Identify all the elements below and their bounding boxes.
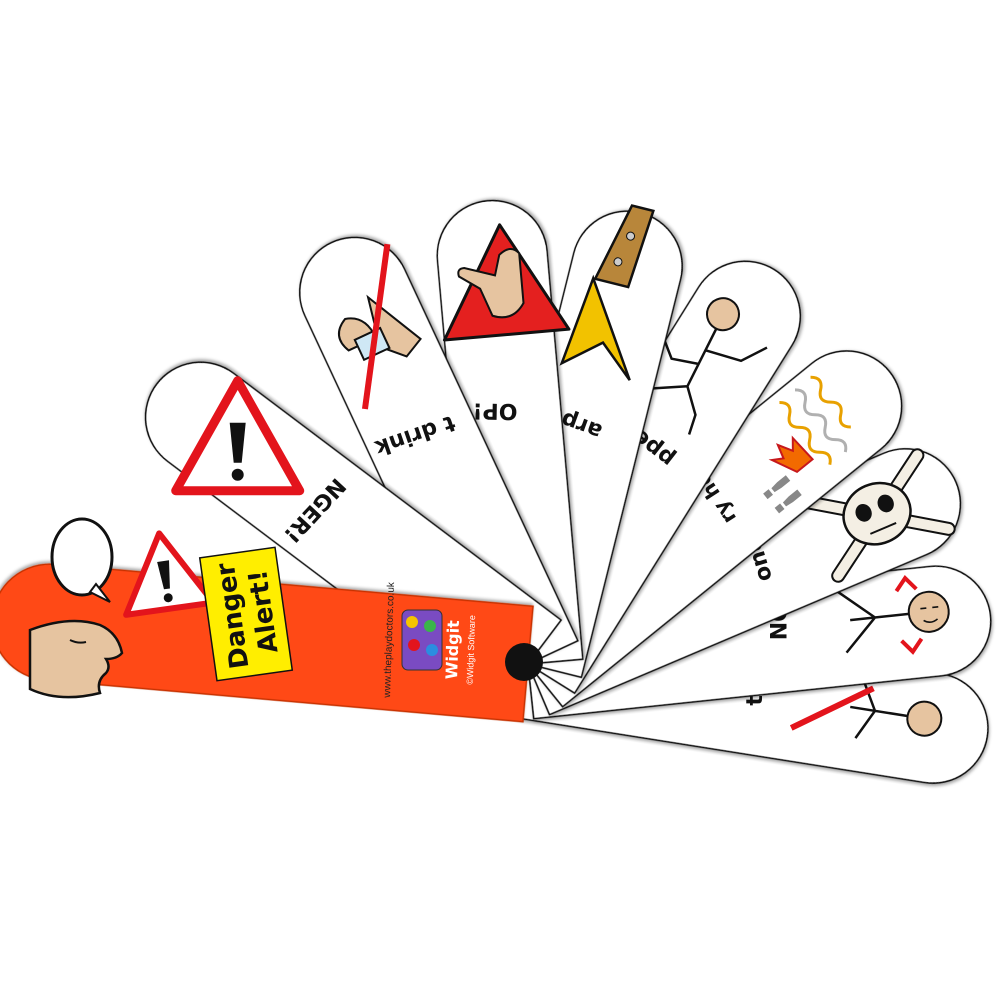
face-profile-icon <box>28 619 124 699</box>
cover-contents: Danger Alert! www.theplaydoctors.co.uk W… <box>28 517 543 699</box>
no-drinking-icon <box>338 243 422 410</box>
warning-triangle-icon <box>171 376 305 496</box>
cover-copyright: ©Widgit Software <box>465 615 477 685</box>
speech-bubble-icon <box>50 517 114 603</box>
knife-icon <box>559 204 655 381</box>
card-stop-label: OP! <box>472 397 517 423</box>
card-dont-drink[interactable]: t drink <box>282 219 579 689</box>
cover-website: www.theplaydoctors.co.uk <box>382 581 397 699</box>
stop-hand-icon <box>442 223 571 342</box>
cover-title-label: Danger Alert! <box>198 546 294 682</box>
cover-brand: Widgit <box>442 620 463 680</box>
rivet-hole <box>505 643 543 681</box>
no-touch-icon <box>789 675 943 739</box>
slipping-person-icon <box>636 297 768 436</box>
play-doctors-logo <box>401 609 443 671</box>
cover-warning-icon <box>123 530 217 618</box>
skull-crossbones-icon <box>799 448 956 583</box>
shaking-head-icon <box>836 575 950 655</box>
